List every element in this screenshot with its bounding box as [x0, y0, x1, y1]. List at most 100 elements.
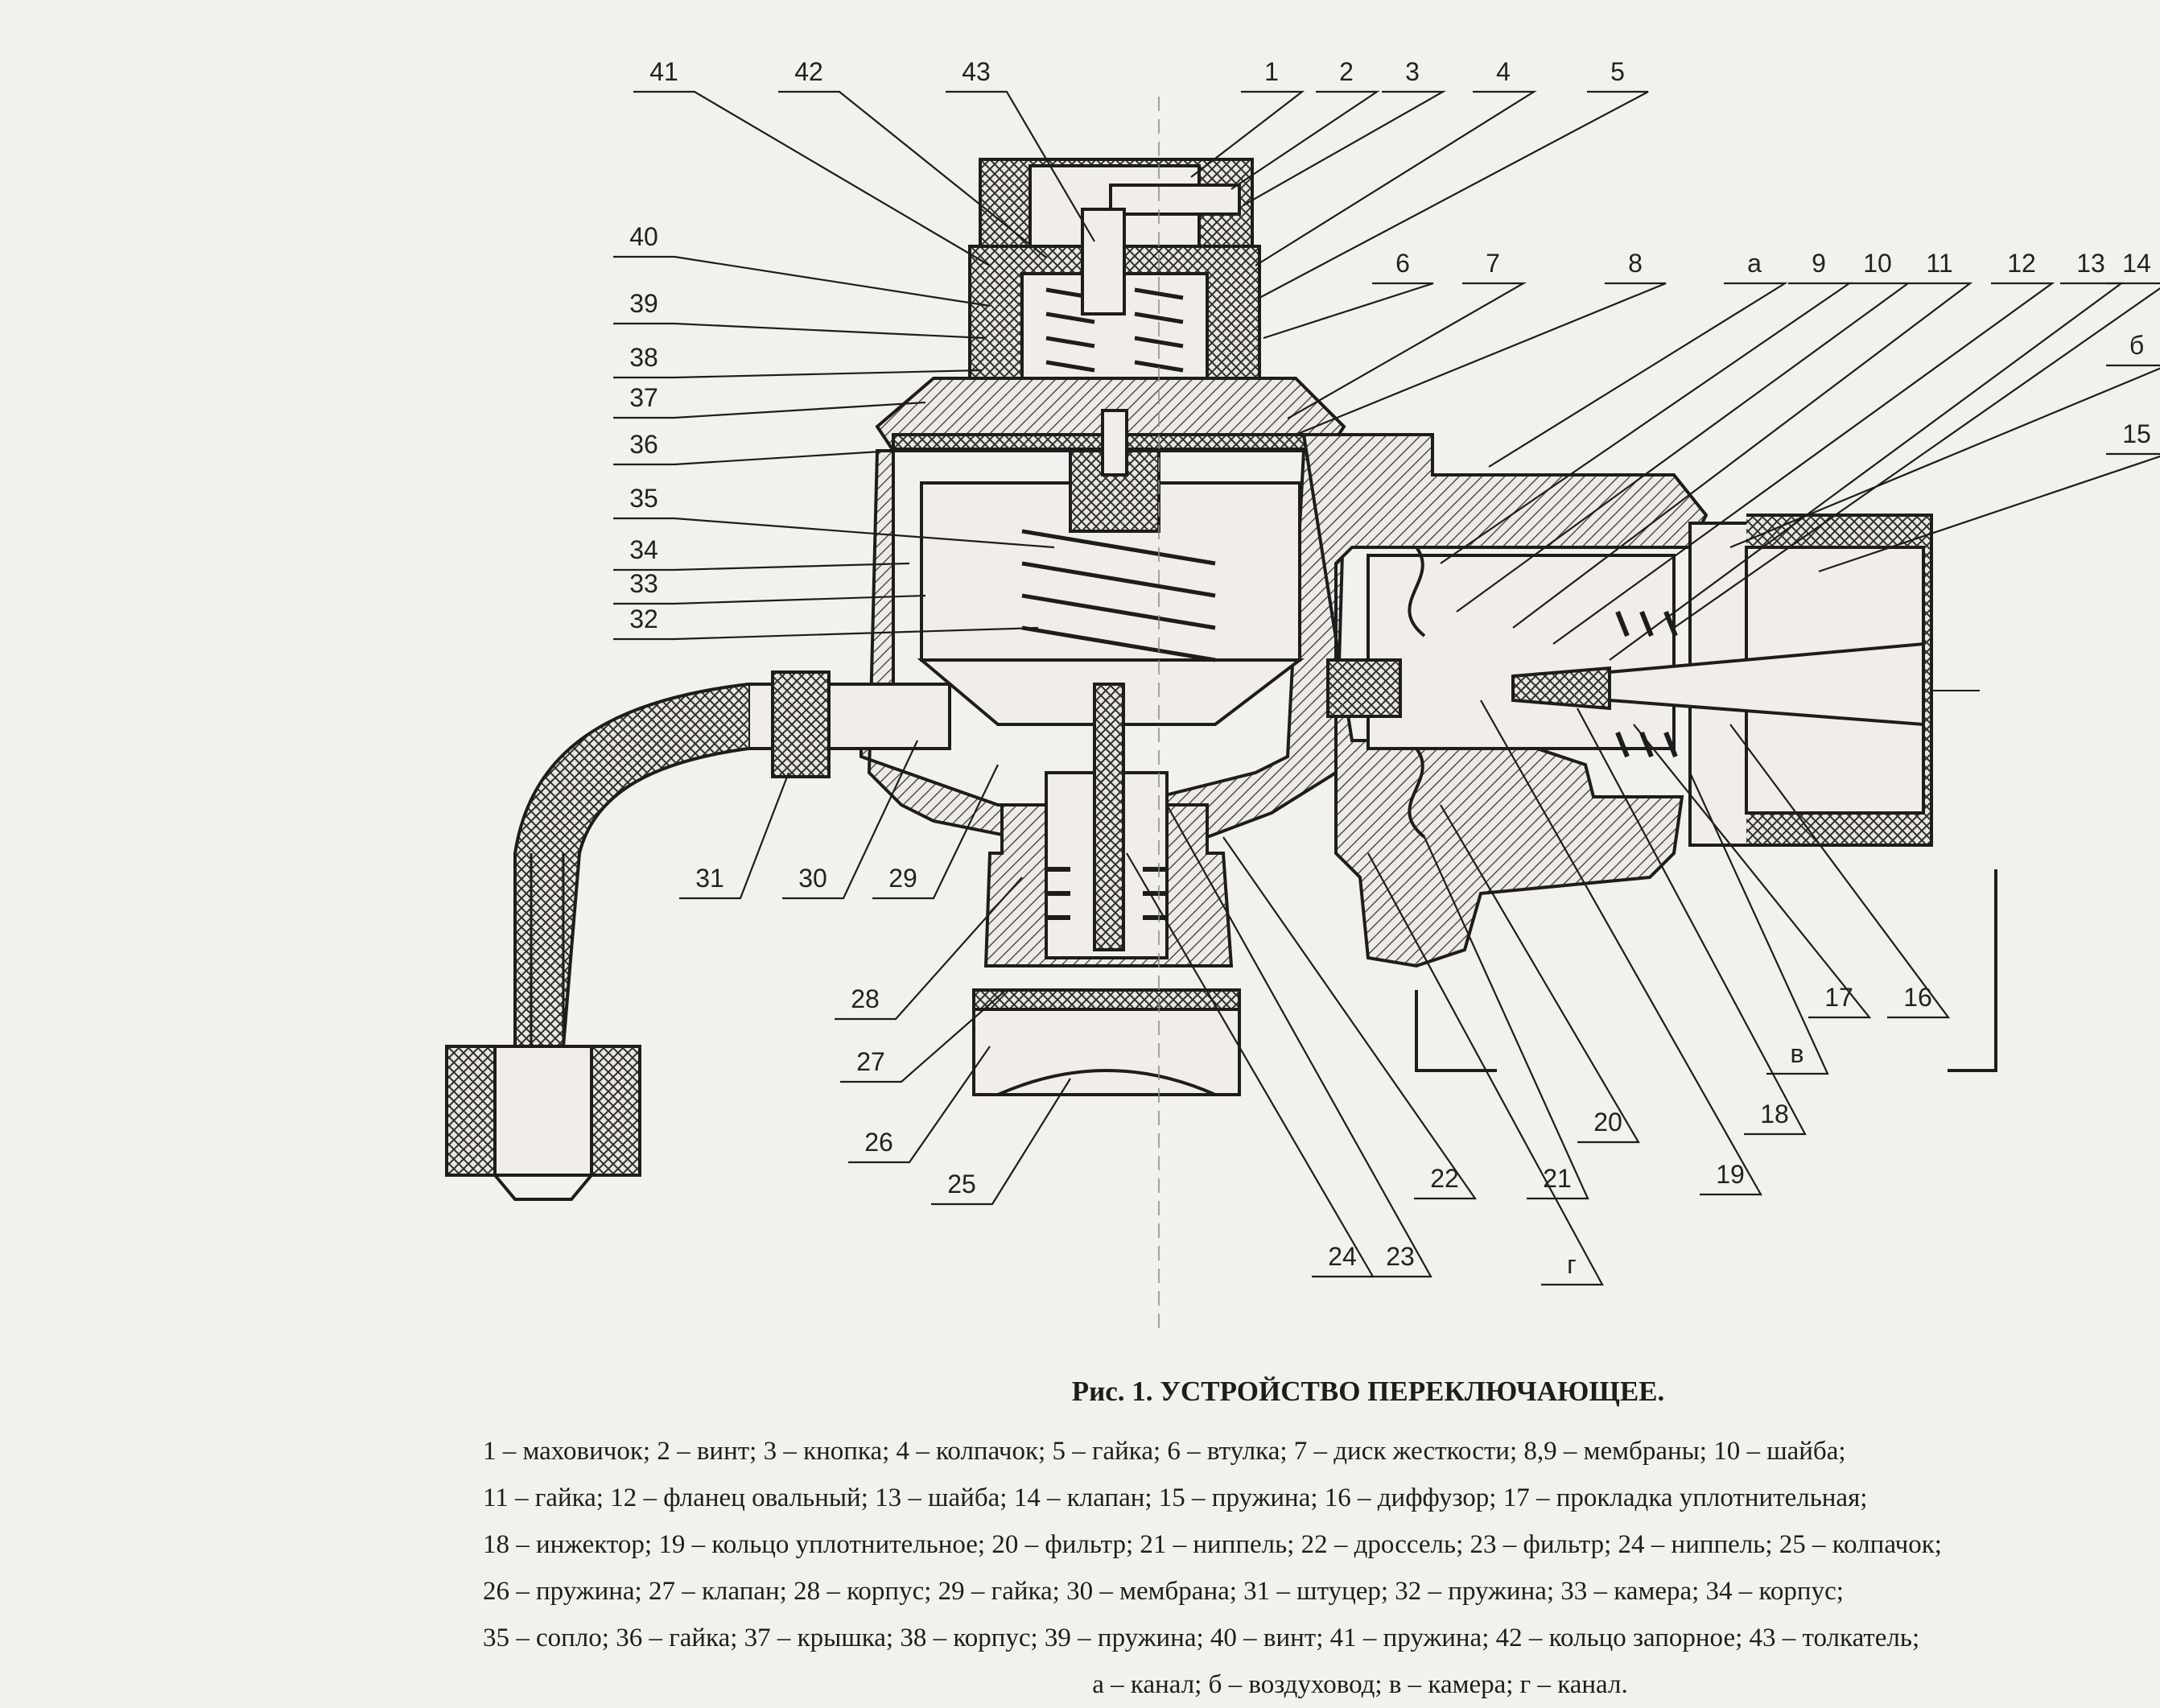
- callout-label-8: 8: [1628, 249, 1643, 278]
- central-spring: [1021, 529, 1216, 662]
- leader-line-30: [782, 740, 918, 900]
- leader-line-41: [633, 90, 991, 266]
- callout-label-40: 40: [629, 222, 658, 251]
- callout-label-28: 28: [851, 984, 880, 1013]
- callout-label-39: 39: [629, 289, 658, 318]
- callout-label-27: 27: [856, 1047, 885, 1076]
- leader-line-27: [840, 989, 1007, 1083]
- figure-caption: Рис. 1. УСТРОЙСТВО ПЕРЕКЛЮЧАЮЩЕЕ. 1 – ма…: [483, 1368, 2157, 1708]
- leader-line-10: [1456, 282, 1911, 613]
- callout-label-26: 26: [864, 1128, 893, 1157]
- leader-line-33: [613, 594, 926, 605]
- callout-label-13: 13: [2076, 249, 2105, 278]
- leader-line-42: [778, 90, 1047, 258]
- leader-line-34: [613, 562, 910, 571]
- leader-line-2: [1230, 90, 1380, 190]
- callout-label-36: 36: [629, 430, 658, 459]
- callout-label-19: 19: [1716, 1160, 1745, 1189]
- leader-line-29: [872, 764, 999, 900]
- legend-line-3: 18 – инжектор; 19 – кольцо уплотнительно…: [483, 1530, 1942, 1559]
- legend-line-2: 11 – гайка; 12 – фланец овальный; 13 – ш…: [483, 1483, 1868, 1512]
- callout-label-3: 3: [1405, 57, 1420, 86]
- figure-number: Рис. 1.: [1071, 1376, 1153, 1407]
- callout-label-29: 29: [888, 864, 917, 893]
- leader-line-28: [835, 877, 1023, 1021]
- leader-line-25: [931, 1078, 1071, 1206]
- callout-label-21: 21: [1543, 1164, 1572, 1193]
- leader-line-11: [1512, 282, 1973, 629]
- leader-line-4: [1255, 90, 1537, 266]
- callout-label-14: 14: [2122, 249, 2151, 278]
- callout-label-25: 25: [947, 1170, 976, 1198]
- callout-label-5: 5: [1610, 57, 1625, 86]
- callout-label-9: 9: [1812, 249, 1826, 278]
- callout-label-6: 6: [1395, 249, 1410, 278]
- leader-line-37: [613, 401, 926, 419]
- leader-line-36: [613, 449, 894, 466]
- callout-label-18: 18: [1760, 1099, 1789, 1128]
- legend-line-1: 1 – маховичок; 2 – винт; 3 – кнопка; 4 –…: [483, 1437, 1846, 1466]
- callout-label-41: 41: [649, 57, 678, 86]
- leader-line-16: [1729, 724, 1951, 1019]
- leader-line-3: [1243, 90, 1447, 206]
- callout-label-4: 4: [1496, 57, 1511, 86]
- legend-line-6: а – канал; б – воздуховод; в – камера; г…: [1092, 1670, 1628, 1699]
- legend-line-5: 35 – сопло; 36 – гайка; 37 – крышка; 38 …: [483, 1623, 1920, 1652]
- leader-line-43: [946, 90, 1095, 242]
- callout-label-33: 33: [629, 569, 658, 598]
- callout-label-16: 16: [1903, 983, 1932, 1012]
- leader-line-32: [613, 626, 1039, 641]
- leader-line-в: [1688, 772, 1829, 1075]
- callout-label-б: б: [2129, 331, 2144, 360]
- leader-line-22: [1222, 836, 1478, 1200]
- callout-label-43: 43: [962, 57, 991, 86]
- assembly-outline: [445, 97, 1997, 1336]
- callout-label-38: 38: [629, 343, 658, 372]
- leader-line-б: [1729, 364, 2160, 549]
- leader-line-8: [1295, 282, 1667, 436]
- callout-label-31: 31: [695, 864, 724, 893]
- callout-label-15: 15: [2122, 419, 2151, 448]
- callout-label-2: 2: [1339, 57, 1354, 86]
- callout-label-1: 1: [1264, 57, 1279, 86]
- callout-label-г: г: [1567, 1250, 1577, 1279]
- callout-label-в: в: [1791, 1039, 1804, 1068]
- hose: [513, 683, 749, 1048]
- leader-line-г: [1367, 852, 1604, 1286]
- leader-line-38: [613, 369, 983, 379]
- callout-label-10: 10: [1863, 249, 1892, 278]
- callout-label-22: 22: [1430, 1164, 1459, 1193]
- callout-label-24: 24: [1328, 1242, 1357, 1271]
- callout-label-17: 17: [1824, 983, 1853, 1012]
- figure-title: Рис. 1. УСТРОЙСТВО ПЕРЕКЛЮЧАЮЩЕЕ.: [483, 1368, 2157, 1415]
- leader-line-24: [1126, 852, 1375, 1278]
- callout-leaders: [613, 90, 2160, 1286]
- callout-label-23: 23: [1386, 1242, 1415, 1271]
- leader-line-5: [1259, 90, 1649, 299]
- callout-label-11: 11: [1926, 249, 1952, 278]
- callout-label-7: 7: [1486, 249, 1500, 278]
- callout-label-42: 42: [794, 57, 823, 86]
- leader-line-40: [613, 255, 991, 307]
- leader-line-21: [1423, 836, 1589, 1200]
- leader-line-26: [848, 1046, 991, 1164]
- leader-line-6: [1263, 282, 1434, 340]
- leader-line-23: [1166, 804, 1432, 1278]
- leader-line-7: [1287, 282, 1527, 419]
- callout-label-а: а: [1747, 249, 1762, 278]
- leader-line-20: [1440, 804, 1640, 1144]
- callout-label-35: 35: [629, 484, 658, 513]
- leader-line-12: [1552, 282, 2055, 645]
- callout-label-20: 20: [1593, 1108, 1622, 1137]
- leader-line-а: [1488, 282, 1788, 468]
- leader-line-19: [1480, 699, 1762, 1196]
- callout-label-34: 34: [629, 535, 658, 564]
- leader-line-35: [613, 517, 1055, 549]
- callout-label-37: 37: [629, 383, 658, 412]
- callout-label-12: 12: [2007, 249, 2036, 278]
- leader-line-31: [679, 772, 790, 900]
- callout-label-32: 32: [629, 604, 658, 633]
- leader-line-1: [1190, 90, 1305, 178]
